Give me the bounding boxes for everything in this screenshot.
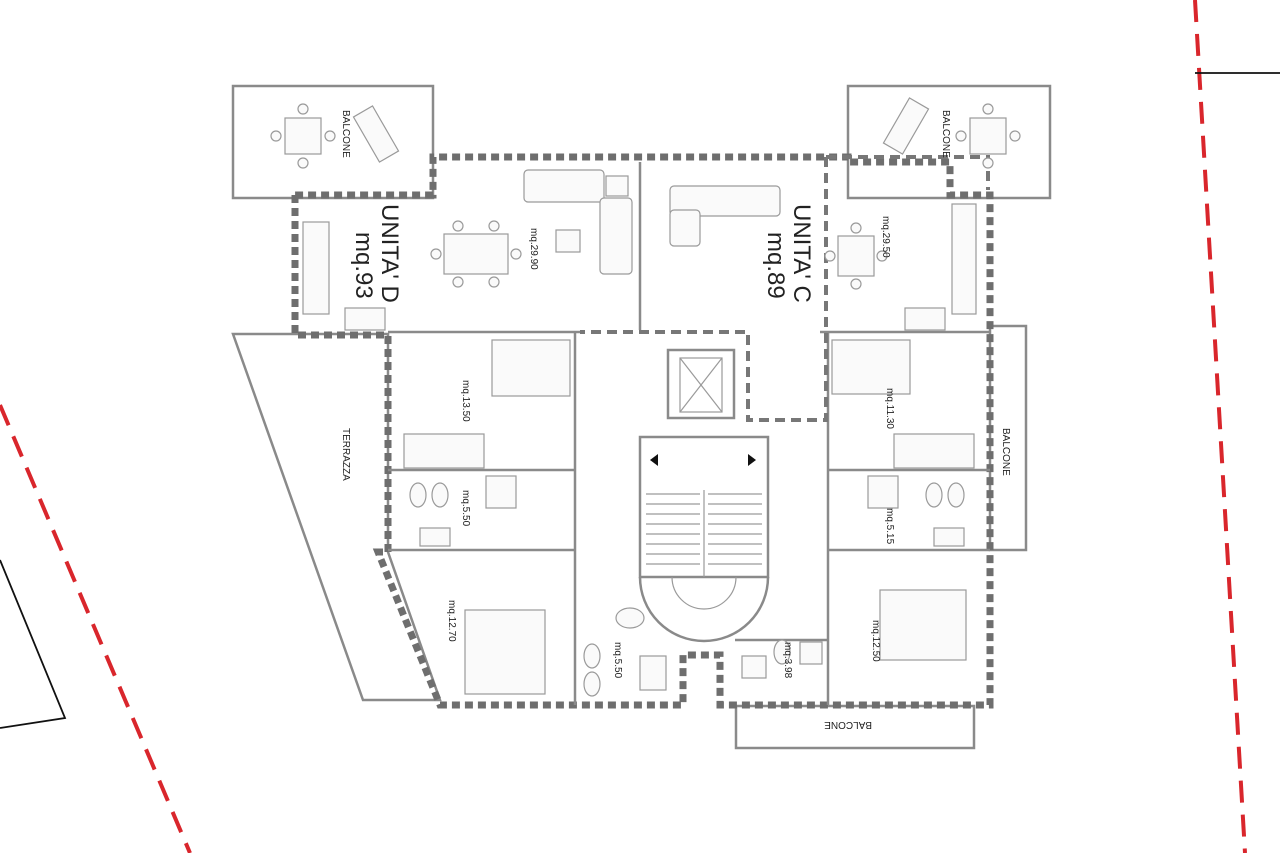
- bed-11-30: [831, 339, 911, 395]
- arrow-right-icon: [748, 454, 756, 466]
- balcony-bottom: [734, 704, 976, 750]
- bed-12-70: [464, 609, 546, 695]
- unit-c-boundary-inner: [580, 157, 828, 422]
- building-outline: [291, 153, 994, 709]
- bathroom-fixtures: [409, 475, 965, 697]
- arrow-left-icon: [650, 454, 658, 466]
- elevator: [666, 348, 736, 420]
- unit-c-boundary: [826, 155, 990, 190]
- dining-table-unit-d: [430, 220, 522, 288]
- sofa-unit-c: [669, 185, 781, 247]
- room-area-living-c: mq.29.50: [880, 216, 891, 258]
- room-area-bath-5-15: mq.5.15: [884, 508, 895, 545]
- stair-steps: [646, 493, 762, 565]
- unit-d-name: UNITA' D: [376, 204, 403, 303]
- dining-set-balcony-right: [882, 97, 1021, 169]
- bed-single-13-50: [403, 433, 485, 469]
- room-area-bedroom-13-50: mq.13.50: [460, 380, 471, 422]
- lot-line-left: [0, 559, 67, 729]
- balcony-right: [988, 324, 1028, 552]
- balcony-label-bottom: BALCONE: [824, 719, 872, 730]
- room-area-bedroom-11-30: mq.11.30: [884, 388, 895, 429]
- room-area-living-d: mq.29.90: [528, 228, 539, 270]
- balcony-label-top-left: BALCONE: [340, 110, 351, 158]
- unit-c-name: UNITA' C: [788, 204, 815, 303]
- kitchen-unit-d: [302, 221, 386, 331]
- dining-set-balcony-left: [270, 103, 400, 169]
- balcony-label-top-right: BALCONE: [940, 110, 951, 158]
- sofa-unit-d: [523, 169, 633, 275]
- balcony-label-right: BALCONE: [1000, 428, 1011, 476]
- boundary-line-right: [1193, 0, 1247, 853]
- interior-walls: [388, 162, 990, 705]
- room-area-bedroom-12-70: mq.12.70: [446, 600, 457, 642]
- room-area-bath-5-50: mq.5.50: [460, 490, 471, 527]
- room-area-bedroom-12-50: mq.12.50: [870, 620, 881, 662]
- room-area-bath-3-98: mq.3.98: [782, 642, 793, 679]
- room-area-bath-5-50-b: mq.5.50: [612, 642, 623, 679]
- kitchen-unit-c: [904, 203, 977, 331]
- bed-13-50: [491, 339, 571, 397]
- boundary-line-left: [0, 404, 192, 853]
- unit-c-area: mq.89: [762, 232, 789, 299]
- dining-table-unit-c: [824, 222, 888, 290]
- terrace-label: TERRAZZA: [340, 428, 351, 481]
- unit-d-area: mq.93: [350, 232, 377, 299]
- staircase: [638, 435, 770, 643]
- bed-12-50: [879, 589, 967, 661]
- bed-single-11-30: [893, 433, 975, 469]
- terrace: [231, 332, 442, 702]
- balcony-top-left: [231, 84, 435, 200]
